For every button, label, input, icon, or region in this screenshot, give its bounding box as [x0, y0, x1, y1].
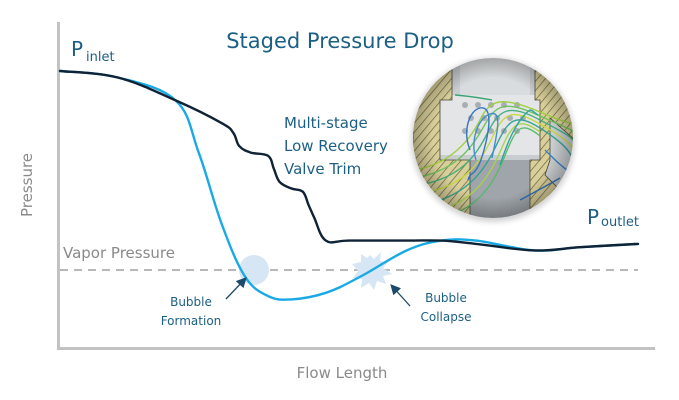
outlet-p: P: [587, 205, 599, 229]
inlet-p: P: [71, 37, 83, 61]
bubble-collapse-line-2: Collapse: [421, 310, 472, 324]
x-axis-label: Flow Length: [297, 364, 388, 382]
multi-stage-annotation: Multi-stage Low Recovery Valve Trim: [284, 114, 388, 178]
annotation-line-2: Low Recovery: [284, 137, 388, 155]
vapor-pressure-label: Vapor Pressure: [63, 244, 175, 262]
inlet-pressure-label: P inlet: [71, 37, 115, 65]
annotation-line-3: Valve Trim: [284, 160, 361, 178]
valve-trim-inset-image: [411, 58, 575, 222]
y-axis-label: Pressure: [18, 153, 36, 217]
bubble-formation-line-1: Bubble: [170, 295, 212, 309]
bubble-collapse-arrow: [390, 284, 411, 307]
outlet-pressure-label: P outlet: [587, 205, 639, 230]
bubble-formation-line-2: Formation: [161, 314, 222, 328]
series-line-single-stage: [58, 69, 640, 301]
chart-title: Staged Pressure Drop: [226, 29, 454, 53]
bubble-formation-arrow: [225, 277, 247, 300]
inlet-subscript: inlet: [86, 50, 115, 65]
annotation-line-1: Multi-stage: [284, 114, 368, 132]
series-line-multi-stage: [58, 69, 640, 252]
outlet-subscript: outlet: [601, 215, 639, 230]
bubble-collapse-line-1: Bubble: [425, 291, 467, 305]
